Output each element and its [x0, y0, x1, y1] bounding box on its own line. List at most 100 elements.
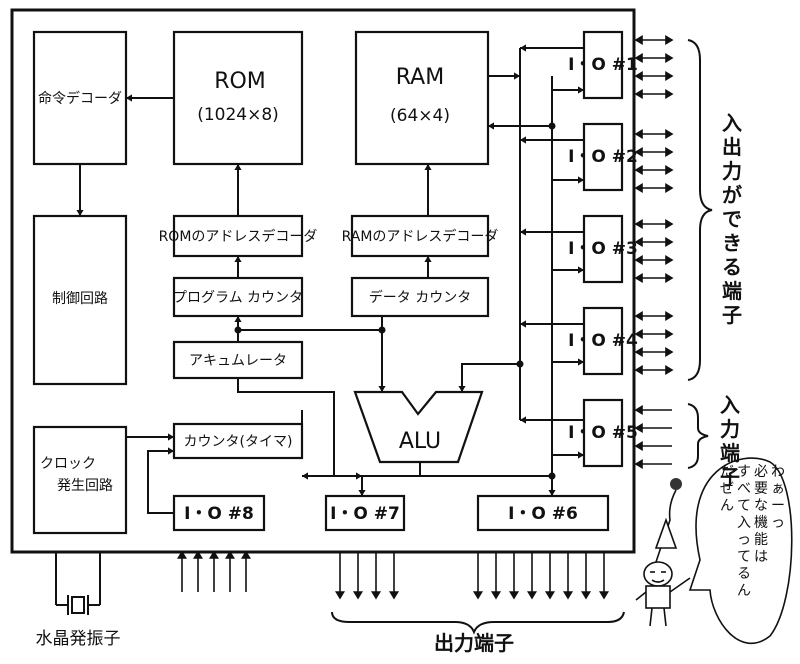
speech-bubble-char: 要	[754, 481, 768, 497]
io-port-1: I・O #1	[568, 30, 638, 100]
arrowhead	[665, 272, 674, 284]
arrowhead	[580, 591, 592, 600]
speech-bubble-char: べ	[737, 481, 751, 497]
arrowhead	[234, 256, 242, 262]
arrowhead	[634, 218, 643, 230]
arrowhead	[634, 364, 643, 376]
rom-address-decoder-label: ROMのアドレスデコーダ	[159, 228, 318, 245]
arrowhead	[634, 404, 643, 416]
input-terminals-label: 入力端子	[720, 393, 740, 489]
arrowhead	[508, 591, 520, 600]
arrowhead	[598, 591, 610, 600]
arrowhead	[358, 490, 366, 496]
output-terminals-label: 出力端子	[434, 631, 514, 655]
arrowhead	[176, 550, 188, 559]
speech-bubble-char: る	[737, 566, 751, 582]
arrowhead	[370, 591, 382, 600]
clock-generator-label-2: 発生回路	[57, 478, 113, 494]
arrowhead	[234, 316, 242, 322]
arrowhead	[634, 164, 643, 176]
arrowhead	[334, 591, 346, 600]
crystal-oscillator	[55, 552, 101, 615]
speech-bubble-char: 必	[754, 464, 768, 480]
arrowhead	[520, 228, 526, 236]
arrowhead	[472, 591, 484, 600]
arrowhead	[634, 458, 643, 470]
io-8-block	[172, 494, 266, 532]
arrowhead	[562, 591, 574, 600]
ram-block	[354, 30, 490, 166]
speech-bubble-char: っ	[771, 515, 785, 531]
svg-text:I・O #5: I・O #5	[568, 423, 638, 443]
data-counter-block	[350, 276, 490, 318]
output-pins-bottom	[334, 552, 610, 600]
arrowhead	[634, 346, 643, 358]
arrowhead	[356, 472, 362, 480]
data-counter-label: データ カウンタ	[369, 289, 471, 306]
speech-bubble-char: な	[754, 498, 768, 514]
arrowhead	[634, 70, 643, 82]
alu-shape	[353, 390, 484, 464]
arrowhead	[665, 328, 674, 340]
program-counter-label: プログラム カウンタ	[173, 290, 303, 306]
arrowhead	[168, 447, 174, 455]
io-6-block	[476, 494, 610, 532]
arrowhead	[302, 472, 308, 480]
rom-size: (1024×8)	[197, 105, 279, 125]
arrowhead	[634, 52, 643, 64]
speech-bubble-char: て	[737, 498, 751, 514]
rom-title: ROM	[214, 69, 266, 94]
arrowhead	[665, 236, 674, 248]
arrowhead	[378, 386, 386, 392]
arrowhead	[578, 358, 584, 366]
arrowhead	[514, 72, 520, 80]
io-port-2: I・O #2	[568, 122, 638, 192]
io-7-block	[324, 494, 406, 532]
accumulator-label: アキュムレータ	[189, 353, 287, 369]
counter-timer-label: カウンタ(タイマ)	[184, 434, 293, 450]
rom-block	[172, 30, 304, 166]
arrowhead	[665, 34, 674, 46]
io-port-5: I・O #5	[568, 398, 638, 468]
svg-text:I・O #4: I・O #4	[568, 331, 638, 351]
arrowhead	[634, 146, 643, 158]
io-port-3: I・O #3	[568, 214, 638, 284]
arrowhead	[526, 591, 538, 600]
arrowhead	[520, 44, 526, 52]
speech-bubble-char: ん	[737, 583, 751, 599]
arrowhead	[192, 550, 204, 559]
speech-bubble-char: っ	[737, 532, 751, 548]
arrowhead	[578, 266, 584, 274]
arrowhead	[208, 550, 220, 559]
arrowhead	[634, 34, 643, 46]
arrowhead	[424, 256, 432, 262]
svg-text:I・O #3: I・O #3	[568, 239, 638, 259]
arrowhead	[352, 591, 364, 600]
arrowhead	[634, 328, 643, 340]
arrowhead	[520, 416, 526, 424]
arrowhead	[578, 176, 584, 184]
speech-bubble-char: す	[737, 464, 751, 480]
io-6-label: I・O #6	[508, 504, 578, 524]
counter-timer-block	[172, 422, 304, 460]
arrowhead	[388, 591, 400, 600]
arrowhead	[665, 128, 674, 140]
arrowhead	[126, 94, 132, 102]
arrowhead	[490, 591, 502, 600]
crystal-label: 水晶発振子	[36, 629, 121, 649]
arrowhead	[665, 70, 674, 82]
speech-bubble-char: ぁ	[771, 481, 785, 497]
io-7-label: I・O #7	[330, 504, 400, 524]
arrowhead	[665, 146, 674, 158]
arrowhead	[224, 550, 236, 559]
control-circuit-label: 制御回路	[52, 291, 108, 307]
speech-bubble-char: わ	[771, 464, 785, 480]
speech-bubble-char: だ	[720, 464, 734, 480]
arrowhead	[665, 88, 674, 100]
arrowhead	[458, 386, 466, 392]
arrowhead	[665, 182, 674, 194]
junction-dots	[234, 122, 556, 480]
clock-generator-block	[32, 425, 128, 535]
arrowhead	[665, 310, 674, 322]
arrowhead	[665, 346, 674, 358]
